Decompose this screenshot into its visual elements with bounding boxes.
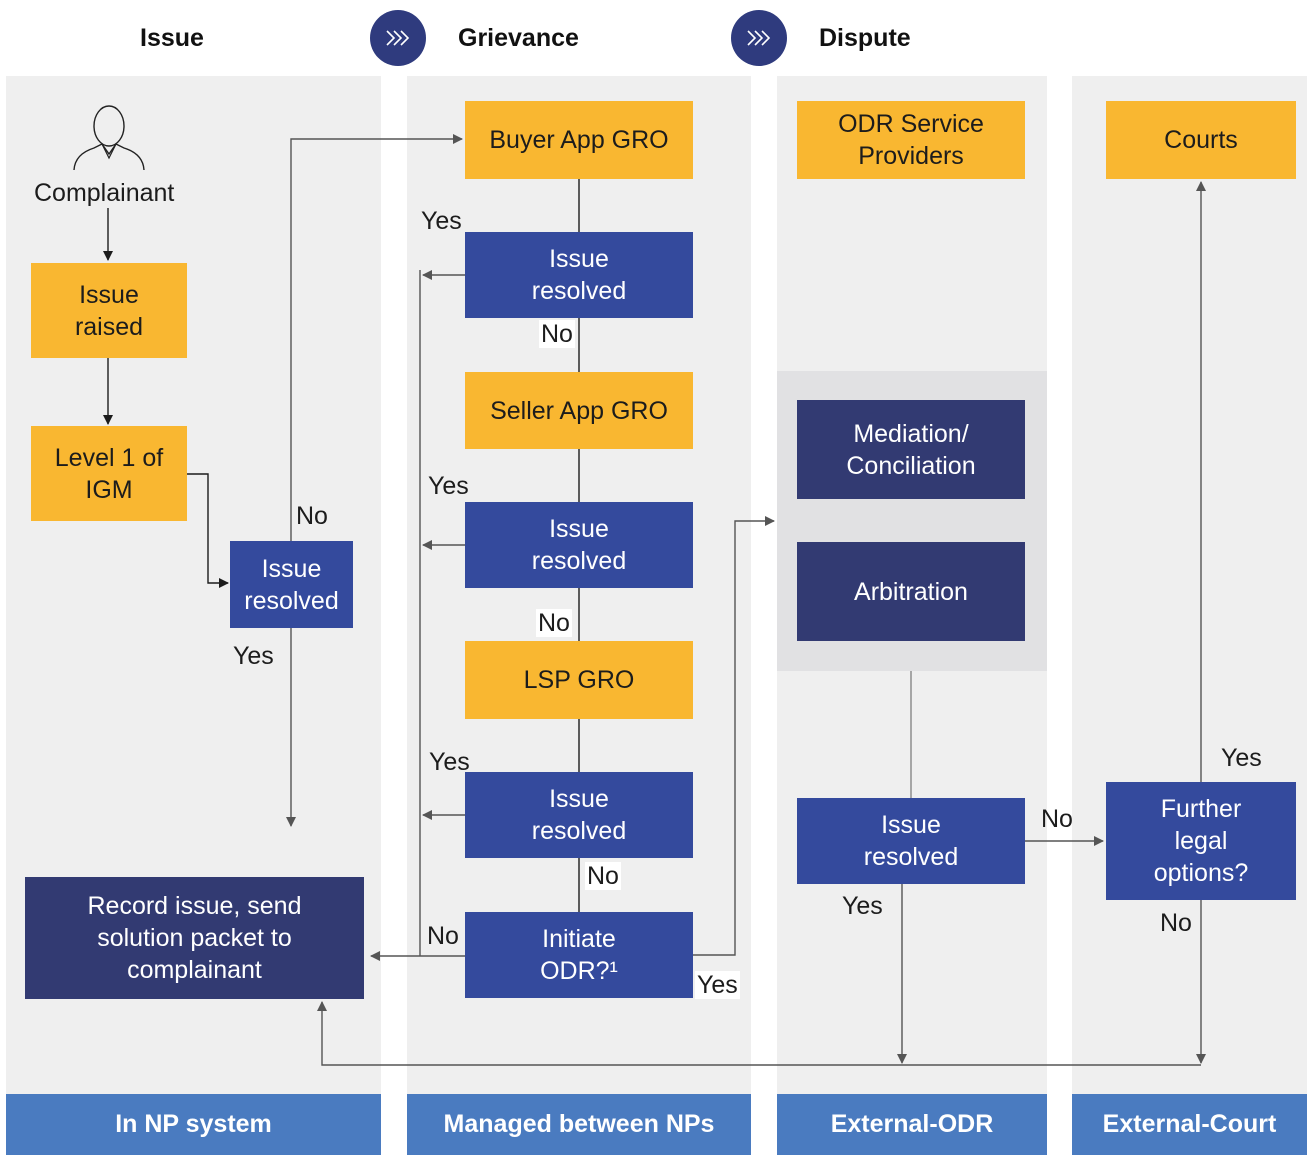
np-issue-resolved-box: Issue resolved <box>230 541 353 628</box>
issue-raised-box: Issue raised <box>31 263 187 358</box>
footer-external-odr: External-ODR <box>777 1094 1047 1155</box>
column-external-court-bg <box>1072 76 1307 1094</box>
odr-resolved-yes-label: Yes <box>842 892 883 920</box>
header-issue: Issue <box>140 24 204 52</box>
legal-no-label: No <box>1160 909 1192 937</box>
level1-igm-box: Level 1 of IGM <box>31 426 187 521</box>
footer-managed-between-nps: Managed between NPs <box>407 1094 751 1155</box>
buyer-no-label: No <box>539 320 575 348</box>
arrow-level1-to-resolved <box>187 473 229 588</box>
seller-app-gro-box: Seller App GRO <box>465 372 693 449</box>
np-yes-label: Yes <box>233 642 274 670</box>
initiate-odr-box: Initiate ODR?¹ <box>465 912 693 998</box>
record-issue-box: Record issue, send solution packet to co… <box>25 877 364 999</box>
double-chevron-right-icon <box>370 10 426 66</box>
seller-no-label: No <box>536 609 572 637</box>
lsp-issue-resolved-box: Issue resolved <box>465 772 693 858</box>
odr-resolved-no-label: No <box>1041 805 1073 833</box>
lsp-no-label: No <box>585 862 621 890</box>
legal-yes-label: Yes <box>1221 744 1262 772</box>
buyer-issue-resolved-box: Issue resolved <box>465 232 693 318</box>
buyer-yes-label: Yes <box>421 207 462 235</box>
double-chevron-right-icon <box>731 10 787 66</box>
arbitration-box: Arbitration <box>797 542 1025 641</box>
footer-in-np-system: In NP system <box>6 1094 381 1155</box>
lsp-gro-box: LSP GRO <box>465 641 693 719</box>
np-no-label: No <box>296 502 328 530</box>
arrow-np-no-to-buyer <box>290 134 463 541</box>
header-dispute: Dispute <box>819 24 911 52</box>
header-grievance: Grievance <box>458 24 579 52</box>
arrow-odr-yes <box>693 516 775 956</box>
lsp-yes-label: Yes <box>429 748 470 776</box>
person-icon <box>73 105 145 171</box>
odr-no-label: No <box>427 922 459 950</box>
complainant-label: Complainant <box>34 179 175 207</box>
seller-yes-label: Yes <box>428 472 469 500</box>
buyer-app-gro-box: Buyer App GRO <box>465 101 693 179</box>
odr-issue-resolved-box: Issue resolved <box>797 798 1025 884</box>
footer-external-court: External-Court <box>1072 1094 1307 1155</box>
odr-yes-label: Yes <box>695 971 740 999</box>
courts-box: Courts <box>1106 101 1296 179</box>
seller-issue-resolved-box: Issue resolved <box>465 502 693 588</box>
further-legal-options-box: Further legal options? <box>1106 782 1296 900</box>
odr-service-providers-box: ODR Service Providers <box>797 101 1025 179</box>
arrow-return-to-record <box>317 1001 1201 1066</box>
mediation-box: Mediation/ Conciliation <box>797 400 1025 499</box>
